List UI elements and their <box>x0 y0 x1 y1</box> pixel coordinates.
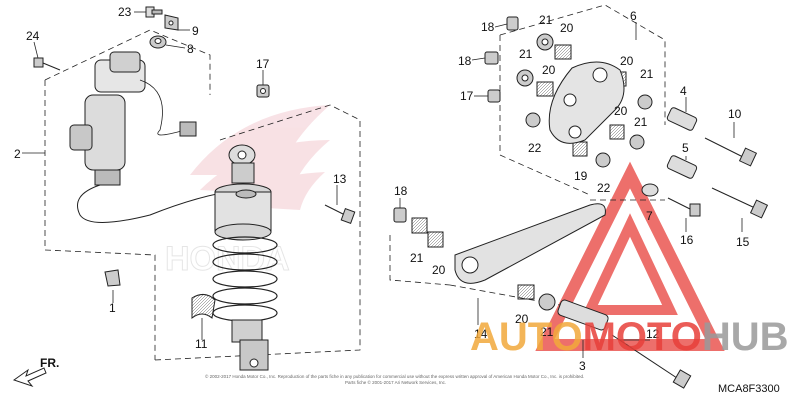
callout-19: 19 <box>574 169 588 183</box>
part-2-adjuster <box>69 51 241 223</box>
copyright-line-2: Parts fiche © 2001-2017 Ari Network Serv… <box>345 379 446 385</box>
callout-3: 3 <box>579 359 586 373</box>
callout-18-middle: 18 <box>458 54 472 68</box>
callout-7: 7 <box>646 209 653 223</box>
triangle-watermark <box>535 161 725 351</box>
callout-14: 12 <box>646 327 660 341</box>
callout-2: 2 <box>14 147 21 161</box>
callout-21-b: 21 <box>519 47 533 61</box>
diagram-code: MCA8F3300 <box>718 383 780 395</box>
callout-18-top: 18 <box>481 20 495 34</box>
callout-4: 4 <box>680 84 687 98</box>
part-7-collar <box>641 183 659 197</box>
callout-22-a: 22 <box>528 141 542 155</box>
left-group-frames <box>44 29 361 361</box>
part-18-nut-lower <box>393 207 407 223</box>
callout-11: 11 <box>195 337 208 351</box>
svg-text:AUTOMOTOHUB: AUTOMOTOHUB <box>470 315 789 359</box>
brand-watermark: AUTOMOTOHUB <box>470 315 789 359</box>
part-4-collar <box>666 107 698 131</box>
part-12-bolt <box>704 137 758 167</box>
callout-23: 23 <box>118 5 132 19</box>
callout-8: 14 <box>474 327 488 341</box>
part-18-nut-top <box>506 16 519 31</box>
callout-17-right: 17 <box>460 89 474 103</box>
callout-24: 24 <box>26 29 40 43</box>
callout-10: 9 <box>192 24 199 38</box>
part-17-nut-left <box>256 84 270 98</box>
callout-21-d: 21 <box>634 115 648 129</box>
callout-12: 10 <box>728 107 742 121</box>
callout-20-d: 20 <box>614 104 628 118</box>
part-3-collar <box>557 299 609 331</box>
callout-20-f: 20 <box>515 312 529 326</box>
part-23-bolt <box>145 6 163 18</box>
callout-6: 6 <box>630 9 637 23</box>
part-13-bolt <box>324 204 356 224</box>
callout-18-lower: 18 <box>394 184 408 198</box>
part-8-link-rod <box>454 203 606 284</box>
callout-20-b: 20 <box>542 63 556 77</box>
callout-numbers: 23 9 8 24 2 17 13 1 11 18 18 17 18 21 20… <box>14 5 750 373</box>
part-11-band <box>191 294 216 320</box>
callout-21-f: 21 <box>540 325 554 339</box>
part-17-nut-right <box>487 89 501 103</box>
callout-1: 1 <box>109 301 116 315</box>
part-15-bolt <box>711 187 769 219</box>
part-6-shock-arm <box>548 61 625 144</box>
callout-20-a: 20 <box>560 21 574 35</box>
part-5-collar <box>666 155 698 179</box>
front-arrow: FR. <box>12 356 59 388</box>
seals-and-bearings <box>411 33 653 311</box>
callout-13: 13 <box>333 172 347 186</box>
copyright-line-1: © 2002-2017 Honda Motor Co., Inc. Reprod… <box>205 373 584 379</box>
part-9-nut <box>149 35 167 49</box>
leader-lines <box>22 11 743 358</box>
callout-20-c: 20 <box>620 54 634 68</box>
callout-22-b: 22 <box>597 181 611 195</box>
callout-17-left: 17 <box>256 57 270 71</box>
callout-5: 5 <box>682 141 689 155</box>
right-group-frames <box>389 4 666 306</box>
callout-15: 15 <box>736 235 750 249</box>
part-10-clip <box>164 14 179 31</box>
callout-16: 16 <box>680 233 694 247</box>
callout-21-c: 21 <box>640 67 654 81</box>
part-14-bolt <box>611 334 692 389</box>
callout-21-e: 21 <box>410 251 424 265</box>
callout-9: 8 <box>187 42 194 56</box>
shock-absorber <box>212 144 278 371</box>
callout-20-e: 20 <box>432 263 446 277</box>
part-1-clip <box>104 269 121 287</box>
front-label: FR. <box>40 356 59 370</box>
part-18-nut-middle <box>484 51 499 65</box>
part-24-bolt <box>33 57 61 71</box>
part-16-bolt <box>667 197 701 217</box>
callout-21-a: 21 <box>539 13 553 27</box>
